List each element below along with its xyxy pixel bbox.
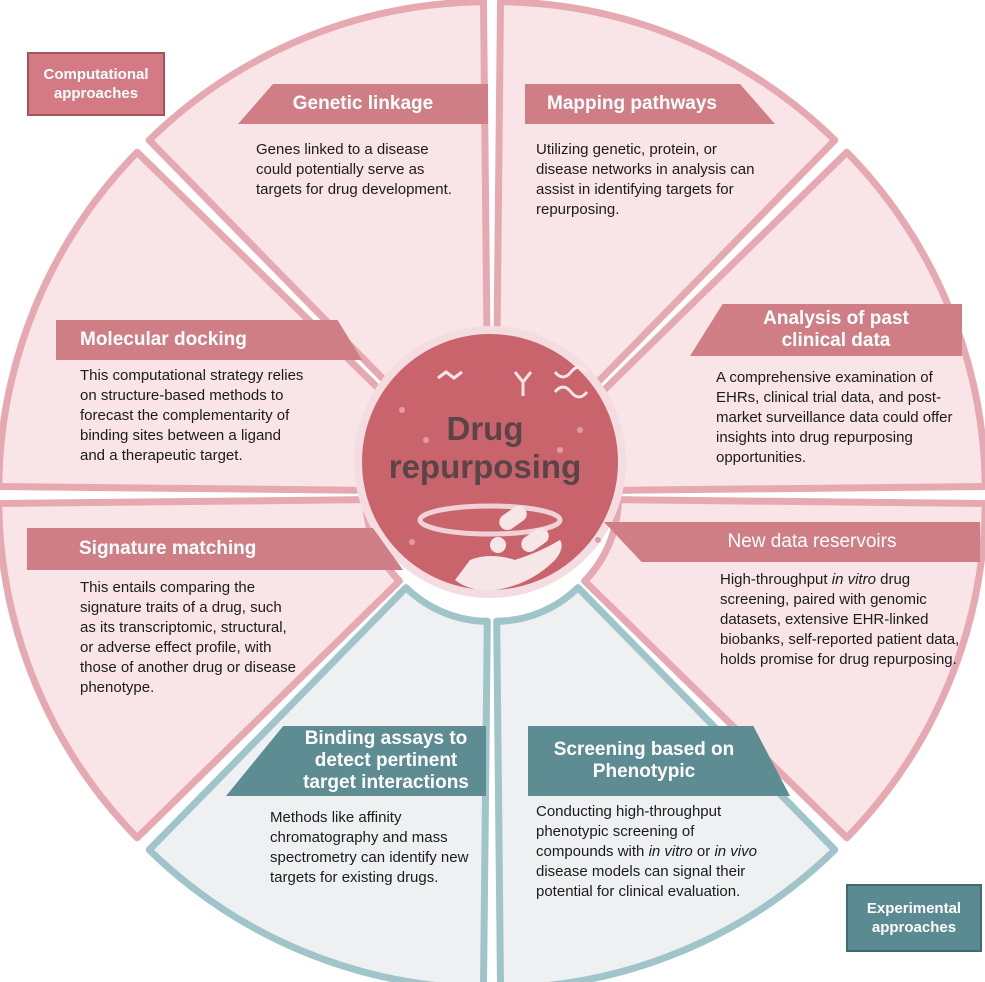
new-data-text-a: High-throughput	[720, 571, 832, 588]
phenotypic-title: Screening based on Phenotypic	[553, 739, 735, 782]
particle-icon	[399, 407, 405, 413]
genetic-linkage-banner: Genetic linkage	[238, 84, 488, 124]
capsule-icon	[521, 527, 549, 553]
past-clinical-banner: Analysis of past clinical data	[690, 304, 962, 356]
particle-icon	[409, 539, 415, 545]
phenotypic-text-b: or	[692, 843, 715, 860]
molecular-docking-text: This computational strategy relies on st…	[80, 367, 304, 464]
center-title: Drug repurposing	[360, 410, 610, 486]
center-title-line2: repurposing	[388, 448, 582, 485]
new-data-banner: New data reservoirs	[604, 522, 980, 562]
binding-assays-text: Methods like affinity chromatography and…	[270, 809, 469, 886]
particle-icon	[595, 537, 601, 543]
center-title-line1: Drug	[446, 410, 524, 447]
antibody-icon	[513, 371, 533, 396]
legend-computational-label: Computational approaches	[43, 66, 149, 102]
tablet-icon	[490, 537, 506, 553]
legend-computational: Computational approaches	[27, 52, 165, 116]
molecular-docking-title: Molecular docking	[80, 329, 247, 350]
particle-icon	[557, 447, 563, 453]
phenotypic-text: Conducting high-throughput phenotypic sc…	[536, 802, 766, 902]
particle-icon	[423, 437, 429, 443]
past-clinical-text: A comprehensive examination of EHRs, cli…	[716, 369, 953, 466]
particle-icon	[577, 427, 583, 433]
legend-experimental-label: Experimental approaches	[866, 900, 962, 936]
phenotypic-text-a: Conducting high-throughput phenotypic sc…	[536, 803, 722, 860]
new-data-text: High-throughput in vitro drug screening,…	[720, 570, 960, 670]
center-circle	[354, 326, 626, 598]
signature-matching-banner: Signature matching	[27, 528, 403, 570]
signature-matching-title: Signature matching	[79, 538, 257, 559]
molecular-docking-banner: Molecular docking	[56, 320, 362, 360]
new-data-sector	[581, 496, 985, 842]
phenotypic-banner: Screening based on Phenotypic	[528, 726, 790, 796]
mapping-pathways-banner: Mapping pathways	[525, 84, 775, 124]
legend-experimental: Experimental approaches	[846, 884, 982, 952]
dna-icon	[553, 365, 589, 399]
past-clinical-title: Analysis of past clinical data	[763, 308, 909, 351]
phenotypic-text-c: disease models can signal their potentia…	[536, 863, 746, 900]
new-data-title: New data reservoirs	[727, 531, 897, 552]
ring-swoosh	[417, 503, 563, 537]
binding-assays-title: Binding assays to detect pertinent targe…	[303, 728, 469, 793]
new-data-text-b: drug screening, paired with genomic data…	[720, 571, 960, 668]
mapping-pathways-title: Mapping pathways	[547, 93, 717, 114]
hand-icon	[455, 540, 562, 591]
binding-assays-banner: Binding assays to detect pertinent targe…	[226, 726, 486, 796]
center-hub	[354, 326, 626, 598]
phenotypic-text-em2: in vivo	[714, 843, 757, 860]
pill-icon	[499, 505, 527, 531]
genetic-linkage-text: Genes linked to a disease could potentia…	[256, 141, 452, 198]
phenotypic-text-em1: in vitro	[648, 843, 693, 860]
signature-matching-text: This entails comparing the signature tra…	[80, 579, 296, 696]
molecule-icon	[437, 370, 463, 380]
genetic-linkage-title: Genetic linkage	[292, 93, 434, 114]
mapping-pathways-text: Utilizing genetic, protein, or disease n…	[536, 141, 755, 218]
new-data-text-em: in vitro	[831, 571, 876, 588]
